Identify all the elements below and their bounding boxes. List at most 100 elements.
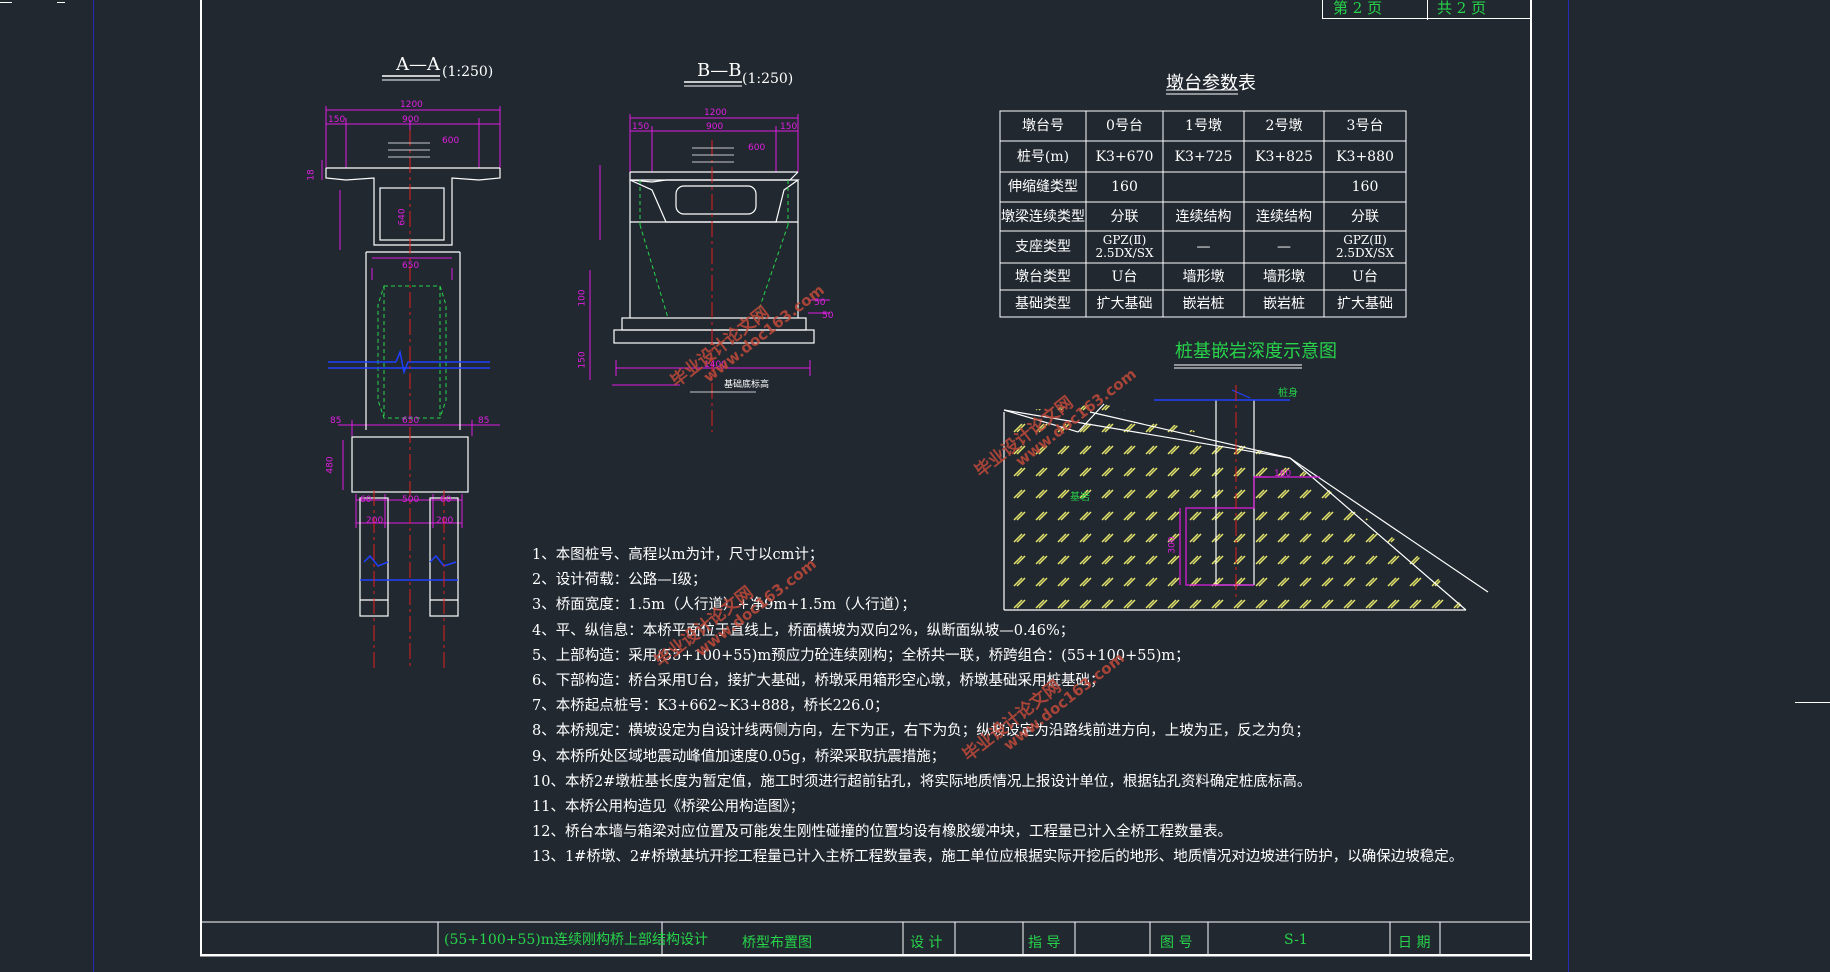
param-value-cell: U台	[1352, 268, 1378, 285]
param-value-cell: 墙形墩	[1182, 268, 1225, 285]
corner-tick-2	[57, 2, 65, 3]
param-row-label: 伸缩缝类型	[1008, 179, 1078, 195]
dim-aa-right: 600	[442, 136, 460, 146]
dim-aa-60b: 60	[440, 495, 452, 505]
title-date-label: 日 期	[1398, 935, 1431, 951]
dim-bb-50a: 50	[814, 298, 826, 308]
title-guide-label: 指 导	[1028, 935, 1061, 951]
outer-border-left	[93, 0, 94, 972]
dim-aa-h18: 18	[306, 169, 317, 181]
param-value-cell: 160	[1111, 179, 1138, 195]
section-aa-title: A—A	[396, 54, 440, 75]
param-value-cell: 嵌岩桩	[1263, 295, 1305, 312]
param-value-cell: 墙形墩	[1263, 268, 1305, 285]
section-aa-scale: (1:250)	[442, 64, 494, 80]
title-number-label: 图 号	[1160, 935, 1193, 951]
param-row-label: 基础类型	[1015, 295, 1071, 312]
param-header-cell: 3号台	[1346, 118, 1384, 134]
dim-bb-h150: 150	[577, 351, 588, 369]
param-value-cell: 扩大基础	[1337, 295, 1393, 312]
dim-bb-right: 600	[748, 143, 766, 153]
param-value-cell: K3+670	[1095, 148, 1154, 165]
dim-aa-85b: 85	[478, 416, 490, 426]
pile-diagram-drawing	[1003, 385, 1489, 611]
param-value-cell: K3+825	[1255, 148, 1313, 165]
param-value-cell: GPZ(Ⅱ) 2.5DX/SX	[1335, 233, 1395, 260]
dim-aa-200b: 200	[436, 516, 454, 526]
note-line: 3、桥面宽度：1.5m（人行道）+净9m+1.5m（人行道）；	[532, 597, 916, 614]
param-value-cell: K3+725	[1174, 148, 1233, 165]
dim-bb-label-bottom: 基础底标高	[724, 380, 770, 390]
section-bb-scale: (1:250)	[742, 71, 794, 87]
param-value-cell: 分联	[1110, 208, 1139, 225]
pile-dim-depth: 300	[1167, 536, 1178, 554]
param-header-cell: 0号台	[1106, 118, 1143, 134]
note-line: 1、本图桩号、高程以m为计，尺寸以cm计；	[532, 547, 824, 563]
param-value-cell: 连续结构	[1175, 208, 1232, 225]
dim-aa-500: 500	[402, 495, 420, 505]
note-line: 9、本桥所处区域地震动峰值加速度0.05g，桥梁采取抗震措施；	[532, 748, 946, 765]
dim-aa-left: 150	[328, 115, 346, 125]
pile-dim-160: 160	[1274, 469, 1292, 479]
dim-aa-cap-h: 480	[325, 456, 336, 474]
dim-bb-base: 1400	[704, 360, 727, 370]
outer-border-right	[1568, 0, 1569, 972]
param-value-cell: 嵌岩桩	[1182, 295, 1225, 312]
dim-aa-mid: 900	[402, 115, 420, 125]
dim-aa-200a: 200	[366, 516, 384, 526]
page-total: 共 2 页	[1437, 0, 1487, 17]
param-value-cell: 160	[1351, 179, 1379, 195]
param-row-label: 桩号(m)	[1016, 148, 1070, 165]
pile-diagram-title: 桩基嵌岩深度示意图	[1175, 341, 1337, 362]
dim-aa-650b: 650	[402, 416, 420, 426]
dim-bb-top: 1200	[704, 108, 727, 118]
dim-bb-50b: 50	[822, 311, 834, 321]
note-line: 4、平、纵信息：本桥平面位于直线上，桥面横坡为双向2%，纵断面纵坡—0.46%；	[532, 622, 1075, 639]
param-header-cell: 1号墩	[1185, 118, 1222, 134]
note-line: 2、设计荷载：公路—I级；	[532, 572, 707, 589]
title-block-grid	[200, 921, 1532, 957]
pile-label-rock: 基岩	[1070, 492, 1090, 503]
param-row-label: 支座类型	[1015, 239, 1071, 255]
title-design-label: 设 计	[910, 935, 943, 951]
dim-aa-650a: 650	[402, 261, 420, 271]
param-table-grid	[999, 89, 1407, 369]
note-line: 5、上部构造：采用(55+100+55)m预应力砼连续刚构；全桥共一联，桥跨组合…	[532, 647, 1190, 664]
title-number-value: S-1	[1284, 932, 1308, 948]
param-value-cell: —	[1196, 239, 1211, 255]
title-project: (55+100+55)m连续刚构桥上部结构设计	[444, 932, 709, 948]
param-header-cell: 2号墩	[1265, 118, 1303, 134]
note-line: 11、本桥公用构造见《桥梁公用构造图》；	[532, 799, 805, 815]
param-row-label: 墩台类型	[1015, 268, 1071, 285]
note-line: 6、下部构造：桥台采用U台，接扩大基础，桥墩采用箱形空心墩，桥墩基础采用桩基础；	[532, 673, 1105, 689]
note-line: 13、1#桥墩、2#桥墩基坑开挖工程量已计入主桥工程数量表，施工单位应根据实际开…	[532, 849, 1464, 866]
page-cell-divider	[1427, 0, 1428, 20]
param-table-title: 墩台参数表	[1166, 73, 1256, 94]
dim-aa-60a: 60	[360, 495, 372, 505]
note-line: 10、本桥2#墩桩基长度为暂定值，施工时须进行超前钻孔，将实际地质情况上报设计单…	[532, 773, 1312, 790]
param-row-label: 墩梁连续类型	[1001, 208, 1085, 225]
title-drawing: 桥型布置图	[742, 935, 812, 951]
param-value-cell: 连续结构	[1256, 208, 1312, 225]
frame-inner-right	[1530, 0, 1532, 960]
param-value-cell: 扩大基础	[1096, 295, 1153, 312]
dim-bb-right2: 150	[780, 122, 798, 132]
section-bb-drawing	[589, 81, 830, 432]
param-value-cell: GPZ(Ⅱ) 2.5DX/SX	[1095, 233, 1154, 260]
param-value-cell: 分联	[1351, 208, 1379, 225]
section-bb-title: B—B	[697, 60, 742, 81]
note-line: 8、本桥规定：横坡设定为自设计线两侧方向，左下为正，右下为负；纵坡设定为沿路线前…	[532, 723, 1310, 740]
dim-bb-left: 150	[632, 122, 650, 132]
dim-bb-mid: 900	[706, 122, 724, 132]
note-line: 12、桥台本墙与箱梁对应位置及可能发生刚性碰撞的位置均设有橡胶缓冲块，工程量已计…	[532, 824, 1232, 841]
param-value-cell: —	[1277, 239, 1291, 255]
param-header-cell: 墩台号	[1022, 118, 1064, 134]
note-line: 7、本桥起点桩号：K3+662~K3+888，桥长226.0；	[532, 698, 889, 715]
dim-aa-85a: 85	[330, 416, 342, 426]
pile-label-top: 桩身	[1278, 388, 1298, 399]
param-value-cell: U台	[1111, 268, 1138, 285]
param-value-cell	[1163, 172, 1244, 202]
param-value-cell	[1244, 172, 1324, 202]
dim-aa-depth: 640	[397, 208, 408, 226]
